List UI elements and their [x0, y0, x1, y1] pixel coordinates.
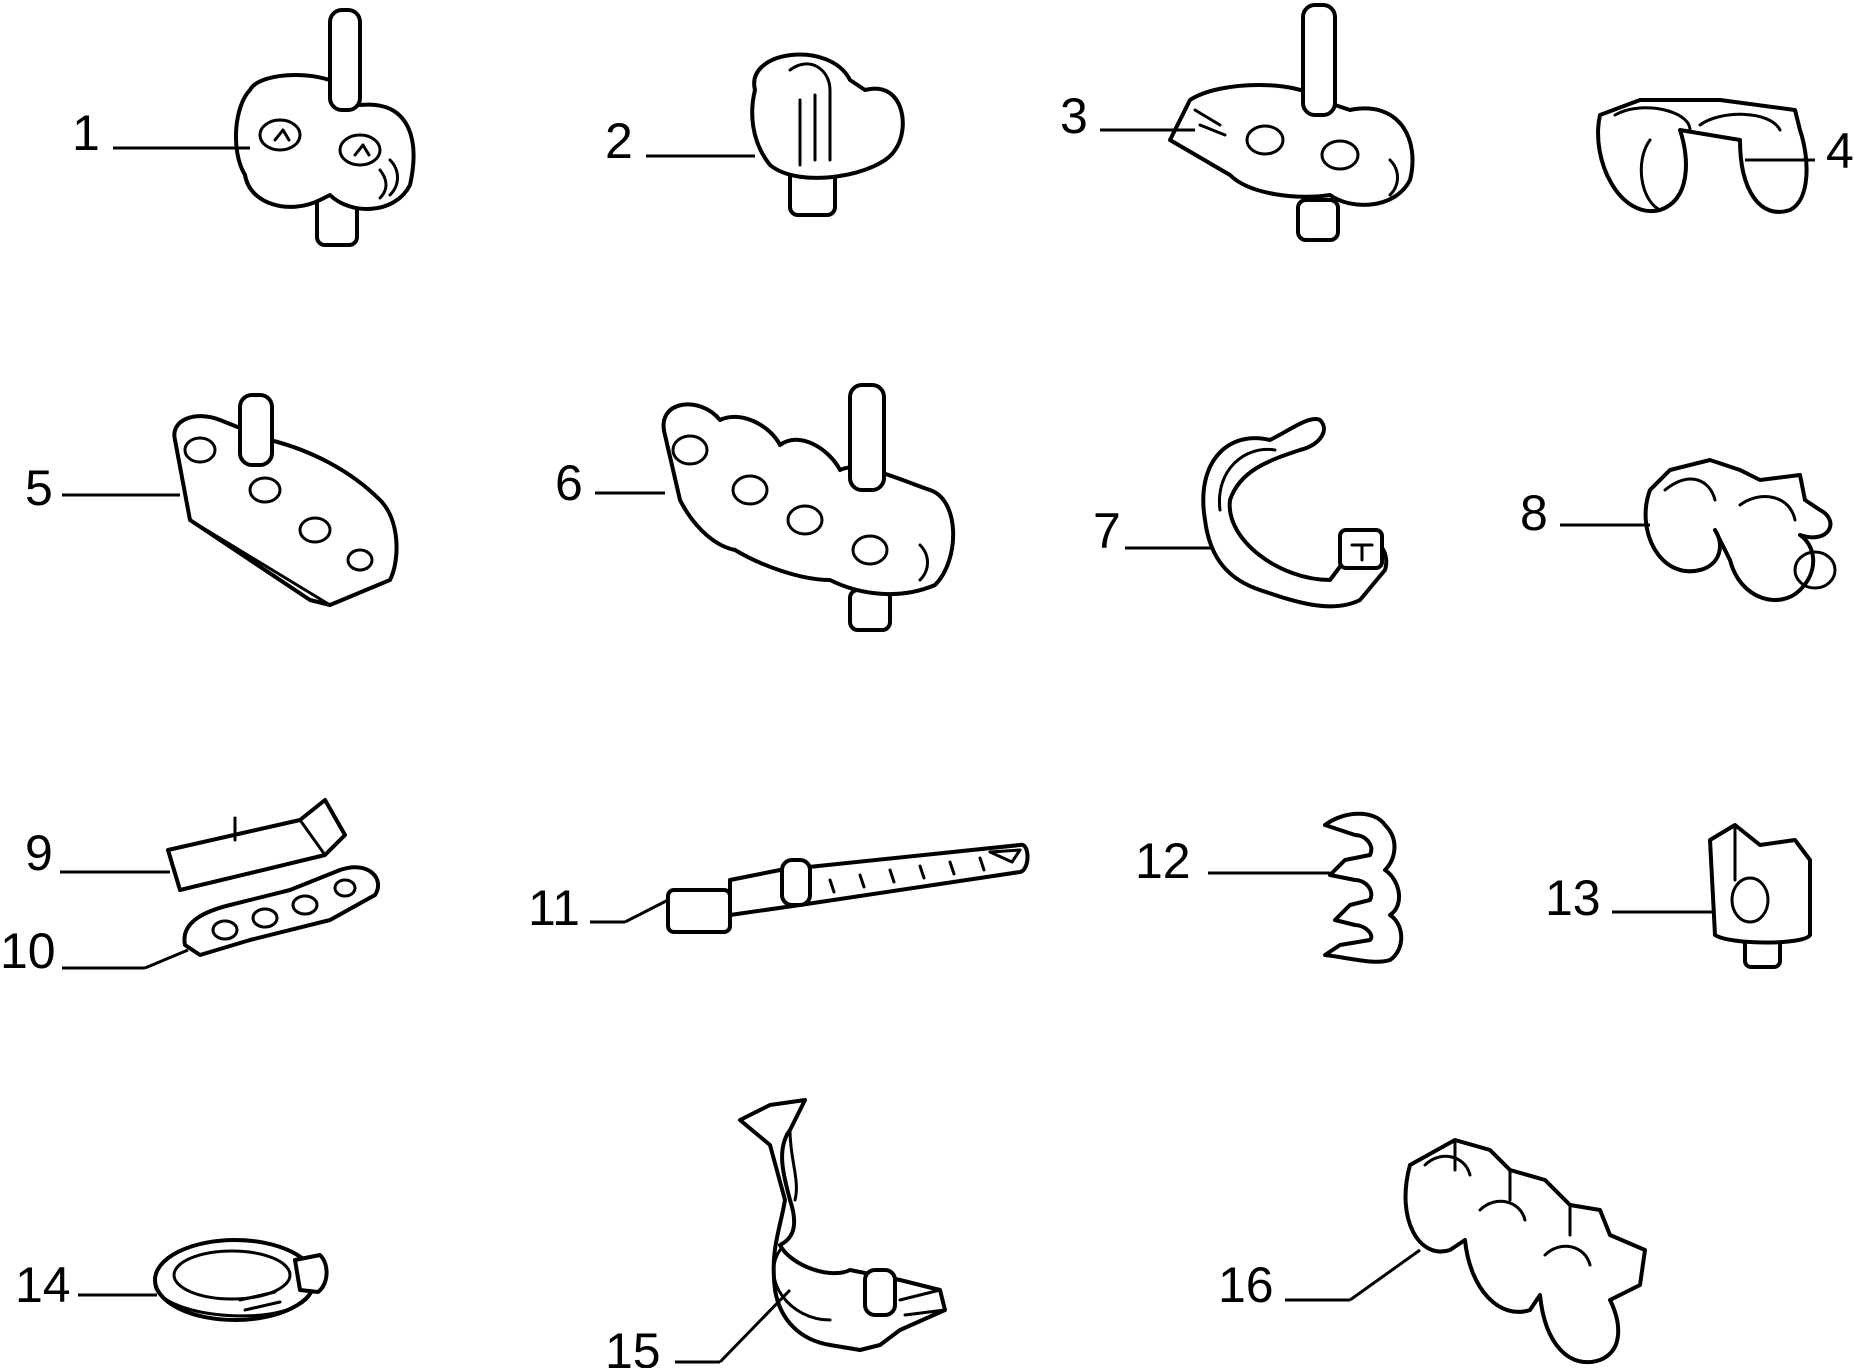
part-8-drawing	[1643, 458, 1837, 602]
callout-15: 15	[605, 1323, 661, 1368]
callout-3: 3	[1060, 88, 1088, 144]
part-3-drawing	[1168, 3, 1415, 242]
part-7-drawing	[1201, 417, 1389, 609]
part-10-drawing	[182, 865, 381, 957]
callout-11: 11	[528, 880, 580, 936]
callout-4: 4	[1826, 123, 1854, 179]
part-16-drawing	[1403, 1138, 1647, 1365]
part-15-drawing	[738, 1098, 947, 1352]
callout-12: 12	[1135, 833, 1191, 889]
part-9-drawing	[166, 798, 347, 892]
part-11-drawing	[666, 842, 1030, 934]
callout-6: 6	[555, 455, 583, 511]
callout-1: 1	[72, 105, 100, 161]
part-4-drawing	[1596, 98, 1809, 214]
callout-14: 14	[15, 1257, 71, 1313]
callout-10: 10	[0, 923, 56, 979]
callout-13: 13	[1545, 870, 1601, 926]
callout-2: 2	[605, 113, 633, 169]
part-12-drawing	[1323, 811, 1404, 964]
part-14-drawing	[153, 1238, 329, 1322]
callout-16: 16	[1218, 1257, 1274, 1313]
callout-7: 7	[1093, 503, 1121, 559]
callout-9: 9	[25, 825, 53, 881]
callout-5: 5	[25, 460, 53, 516]
part-13-drawing	[1708, 823, 1812, 969]
part-1-drawing	[233, 8, 416, 247]
part-6-drawing	[661, 383, 956, 632]
part-2-drawing	[750, 52, 905, 217]
part-5-drawing	[172, 393, 399, 607]
callout-8: 8	[1520, 485, 1548, 541]
